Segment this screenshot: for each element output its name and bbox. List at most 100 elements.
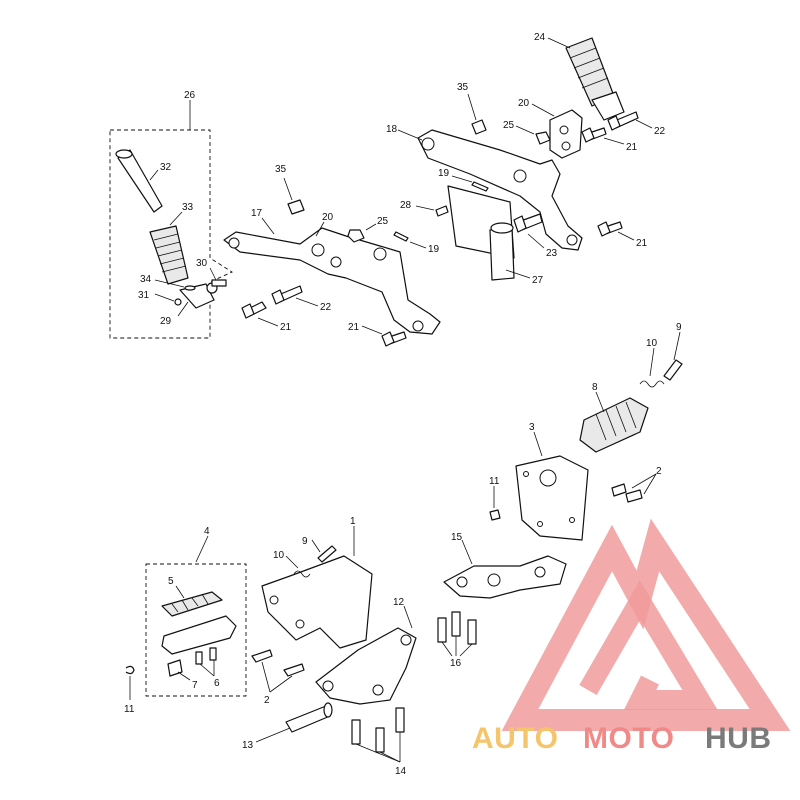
- label-3: 3: [529, 422, 535, 433]
- label-34: 34: [140, 274, 152, 285]
- spring-10-upper: [639, 380, 665, 388]
- bolt-21-right-a: [597, 221, 623, 237]
- footrest-peg: [161, 615, 237, 655]
- label-13: 13: [242, 740, 254, 751]
- label-6: 6: [214, 678, 220, 689]
- label-25b: 25: [377, 216, 389, 227]
- bolt-23: [513, 213, 543, 233]
- bolts-16: [437, 611, 477, 645]
- label-4: 4: [204, 526, 210, 537]
- label-14: 14: [395, 766, 407, 777]
- label-21c: 21: [348, 322, 360, 333]
- label-2b: 2: [656, 466, 662, 477]
- label-27: 27: [532, 275, 544, 286]
- cap-35-right: [471, 119, 487, 135]
- heel-plate-1: [261, 555, 373, 649]
- label-29: 29: [160, 316, 172, 327]
- pin-19-left: [393, 231, 409, 242]
- hanger-bracket-18: [417, 129, 583, 251]
- label-2a: 2: [264, 695, 270, 706]
- bolt-21-left-b: [381, 331, 407, 347]
- bolt-22-right: [607, 111, 639, 131]
- label-23: 23: [546, 248, 558, 259]
- label-22b: 22: [320, 302, 332, 313]
- label-11b: 11: [124, 704, 135, 715]
- pin-19-right: [471, 181, 489, 192]
- label-10b: 10: [273, 550, 285, 561]
- footrest-rubber-24: [565, 37, 625, 121]
- pin-30: [211, 279, 227, 287]
- label-33: 33: [182, 202, 194, 213]
- footrest-bracket-12: [315, 627, 417, 705]
- logo-word-hub: HUB: [705, 722, 772, 755]
- bolt-21-right-b: [581, 127, 607, 143]
- label-26: 26: [184, 90, 196, 101]
- cap-35-left: [287, 199, 305, 215]
- bolt-28: [435, 205, 449, 217]
- label-11a: 11: [489, 476, 500, 487]
- clevis-pin-32: [115, 149, 163, 213]
- nut-25-left: [347, 229, 365, 243]
- label-25a: 25: [503, 120, 515, 131]
- label-21a: 21: [626, 142, 638, 153]
- heel-guard-27: [447, 185, 515, 281]
- footrest-rubber-33: [149, 225, 189, 285]
- label-9b: 9: [302, 536, 308, 547]
- label-31: 31: [138, 290, 150, 301]
- pivot-bolt-13: [285, 702, 333, 733]
- bolts-14: [351, 707, 405, 753]
- logo-outer-triangle: [501, 518, 791, 731]
- label-9a: 9: [676, 322, 682, 333]
- label-21b: 21: [280, 322, 292, 333]
- kit-26-group: 26 32 33 29 30 31: [109, 90, 233, 339]
- pin-9-upper: [663, 359, 683, 381]
- footrest-bracket-20: [549, 109, 583, 159]
- washer-34: [184, 285, 196, 291]
- logo-word-moto: MOTO: [583, 722, 674, 755]
- footrest-bracket-15: [443, 555, 567, 599]
- label-20b: 20: [322, 212, 334, 223]
- pin-9-lower: [317, 545, 337, 563]
- label-28: 28: [400, 200, 412, 211]
- hanger-bracket-17: [223, 227, 441, 335]
- automotohub-logo: AUTO MOTO HUB: [472, 518, 791, 755]
- heel-plate-3: [515, 455, 589, 541]
- label-32: 32: [160, 162, 172, 173]
- label-15: 15: [451, 532, 463, 543]
- clip-31: [174, 298, 182, 306]
- label-35b: 35: [275, 164, 287, 175]
- label-21d: 21: [636, 238, 648, 249]
- bolts-2-right: [611, 483, 643, 503]
- nut-11-upper: [489, 509, 501, 521]
- label-5: 5: [168, 576, 174, 587]
- label-20a: 20: [518, 98, 530, 109]
- footrest-rubber-5: [161, 591, 223, 617]
- label-7: 7: [192, 680, 198, 691]
- label-18: 18: [386, 124, 398, 135]
- label-17: 17: [251, 208, 263, 219]
- label-12: 12: [393, 597, 405, 608]
- label-16: 16: [450, 658, 462, 669]
- kit-26-box: [109, 129, 233, 339]
- label-10a: 10: [646, 338, 658, 349]
- label-19a: 19: [438, 168, 450, 179]
- label-8: 8: [592, 382, 598, 393]
- footrest-8: [579, 397, 649, 453]
- label-22a: 22: [654, 126, 666, 137]
- spring-10-lower: [293, 570, 311, 578]
- bolts-2-left: [251, 649, 305, 677]
- kit-4-group: 4 5 6 7: [145, 526, 247, 697]
- label-19b: 19: [428, 244, 440, 255]
- screws-6: [195, 647, 217, 665]
- logo-inner-mark: [579, 580, 718, 710]
- label-24: 24: [534, 32, 546, 43]
- label-30: 30: [196, 258, 208, 269]
- kit-4-box: [145, 563, 247, 697]
- clip-11-lower: [125, 665, 135, 675]
- label-35a: 35: [457, 82, 469, 93]
- nut-25-right: [535, 131, 551, 145]
- bolt-21-left-a: [241, 301, 267, 319]
- logo-word-auto: AUTO: [472, 722, 558, 755]
- bolt-22-left: [271, 285, 303, 305]
